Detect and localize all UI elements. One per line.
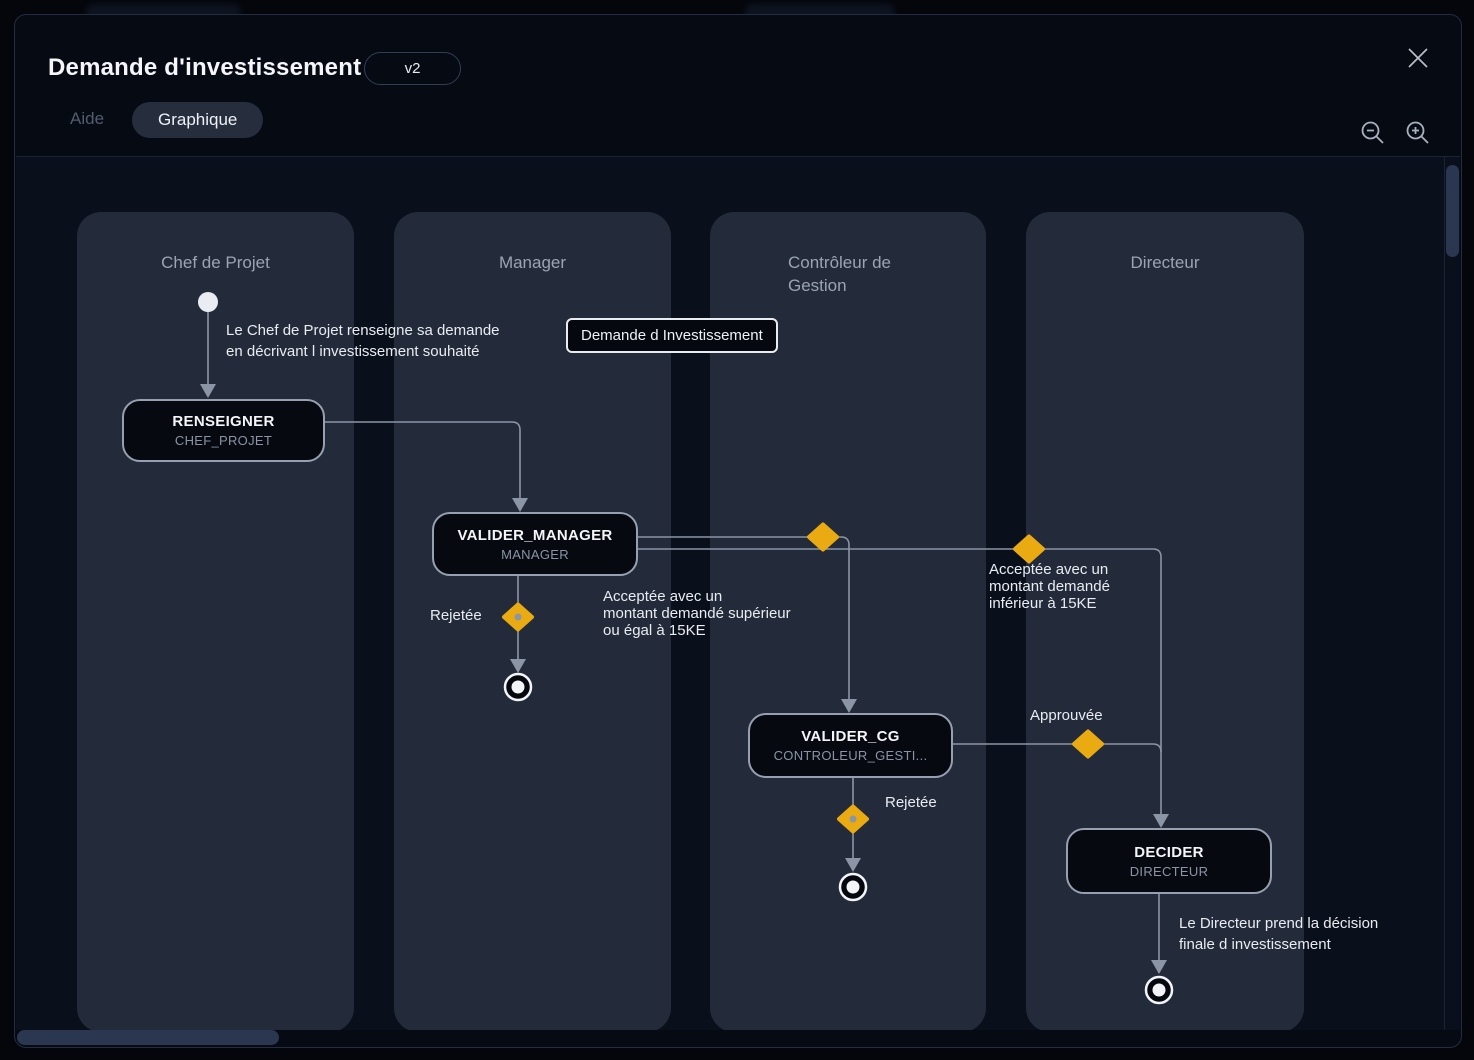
node-subtitle: CHEF_PROJET: [174, 433, 273, 448]
annotation-director: Le Directeur prend la décision finale d …: [1179, 915, 1379, 954]
edge-label-rejetee-manager: Rejetée: [430, 607, 482, 624]
vertical-scrollbar-thumb[interactable]: [1446, 165, 1459, 257]
edge-label-rejetee-cg: Rejetée: [885, 794, 937, 811]
close-button[interactable]: [1406, 46, 1430, 70]
arrowhead-icon: [845, 858, 861, 872]
zoom-in-button[interactable]: [1404, 119, 1431, 146]
task-node-renseigner[interactable]: RENSEIGNER CHEF_PROJET: [122, 399, 325, 462]
workflow-dialog: Demande d'investissement v2 Aide Graphiq…: [14, 14, 1462, 1048]
dialog-header: Demande d'investissement v2 Aide Graphiq…: [15, 15, 1461, 156]
arrowhead-icon: [1153, 814, 1169, 828]
gateway-dot: [514, 613, 522, 621]
lane-label: Contrôleur de Gestion: [788, 253, 892, 295]
arrowhead-icon: [200, 384, 216, 398]
edge-valider-manager-to-valider-cg: [634, 536, 850, 699]
edge-valider-manager-to-decider: [634, 548, 1162, 814]
gateway-diamond-icon[interactable]: [1013, 534, 1045, 564]
data-object-box[interactable]: Demande d Investissement: [566, 318, 778, 353]
page-title: Demande d'investissement: [48, 54, 362, 81]
horizontal-scrollbar-track[interactable]: [15, 1029, 1461, 1046]
gateway-dot: [849, 815, 857, 823]
magnifier-plus-icon: [1406, 121, 1429, 144]
start-event-icon[interactable]: [198, 292, 218, 312]
task-node-valider-cg[interactable]: VALIDER_CG CONTROLEUR_GESTI...: [748, 713, 953, 778]
vertical-scrollbar-track[interactable]: [1444, 157, 1460, 1030]
edge-label-acceptee-inferieur: Acceptée avec un montant demandé inférie…: [989, 561, 1110, 612]
version-badge-label: v2: [404, 60, 421, 77]
arrowhead-icon: [1151, 960, 1167, 974]
close-icon: [1408, 48, 1428, 68]
task-node-valider-manager[interactable]: VALIDER_MANAGER MANAGER: [432, 512, 638, 576]
end-event-icon[interactable]: [1144, 975, 1174, 1005]
lane-label: Chef de Projet: [161, 253, 270, 272]
gateway-diamond-icon[interactable]: [1072, 729, 1104, 759]
magnifier-minus-icon: [1361, 121, 1384, 144]
tab-graphique[interactable]: Graphique: [132, 102, 264, 138]
edge-valider-cg-to-decider: [949, 743, 1162, 753]
arrowhead-icon: [512, 498, 528, 512]
workflow-edges-layer: [198, 292, 1174, 1005]
node-title: VALIDER_CG: [801, 728, 900, 745]
edge-label-acceptee-superieur: Acceptée avec un montant demandé supérie…: [603, 588, 791, 639]
horizontal-scrollbar-thumb[interactable]: [17, 1030, 279, 1045]
lane-chef-de-projet: Chef de Projet: [77, 212, 354, 1030]
node-title: VALIDER_MANAGER: [457, 526, 613, 544]
edge-label-approuvee: Approuvée: [1030, 707, 1103, 724]
gateway-diamond-icon[interactable]: [807, 522, 839, 552]
edge-renseigner-to-valider-manager: [321, 421, 521, 498]
arrowhead-icon: [841, 699, 857, 713]
arrowhead-icon: [510, 659, 526, 673]
lane-label: Directeur: [1130, 253, 1200, 272]
node-title: RENSEIGNER: [172, 413, 275, 430]
diagram-canvas[interactable]: Chef de Projet Manager Contrôleur de Ges…: [16, 156, 1460, 1030]
version-badge: v2: [364, 52, 461, 85]
end-event-icon[interactable]: [503, 672, 533, 702]
node-title: DECIDER: [1134, 843, 1204, 861]
lane-label: Manager: [498, 253, 567, 272]
node-subtitle: DIRECTEUR: [1129, 863, 1209, 879]
zoom-out-button[interactable]: [1359, 119, 1386, 146]
annotation-start: Le Chef de Projet renseigne sa demande e…: [226, 322, 500, 361]
task-node-decider[interactable]: DECIDER DIRECTEUR: [1066, 828, 1272, 894]
node-subtitle: CONTROLEUR_GESTI...: [773, 748, 928, 763]
end-event-icon[interactable]: [838, 872, 868, 902]
node-subtitle: MANAGER: [501, 546, 569, 562]
tab-aide[interactable]: Aide: [70, 109, 105, 128]
